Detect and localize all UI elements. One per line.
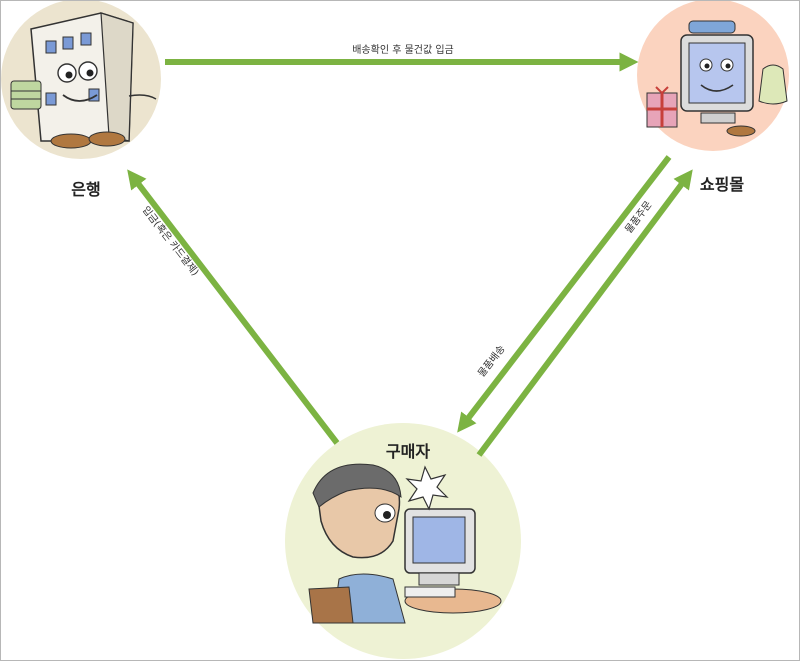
buyer-person-icon: [308, 463, 406, 624]
arrow-buyer-to-mall: [476, 169, 693, 457]
arrow-buyer-to-bank: [127, 169, 340, 445]
computer-mascot-icon: [680, 20, 756, 137]
arrow-mall-to-buyer: [457, 155, 672, 433]
money-bundle-icon: [10, 80, 42, 110]
buyer-label: 구매자: [386, 442, 430, 461]
burst-icon: [405, 465, 449, 511]
shopping-bag-icon: [758, 64, 788, 105]
bank-building-icon: [30, 12, 157, 149]
gift-box-icon: [646, 86, 678, 128]
edge-label-buyer-to-bank: 입금(혹은 카드결제): [140, 204, 202, 279]
desktop-computer-icon: [404, 508, 502, 614]
edge-label-bank-to-mall: 배송확인 후 물건값 입금: [352, 43, 454, 56]
mall-label: 쇼핑몰: [700, 175, 744, 194]
bank-label: 은행: [71, 180, 100, 199]
